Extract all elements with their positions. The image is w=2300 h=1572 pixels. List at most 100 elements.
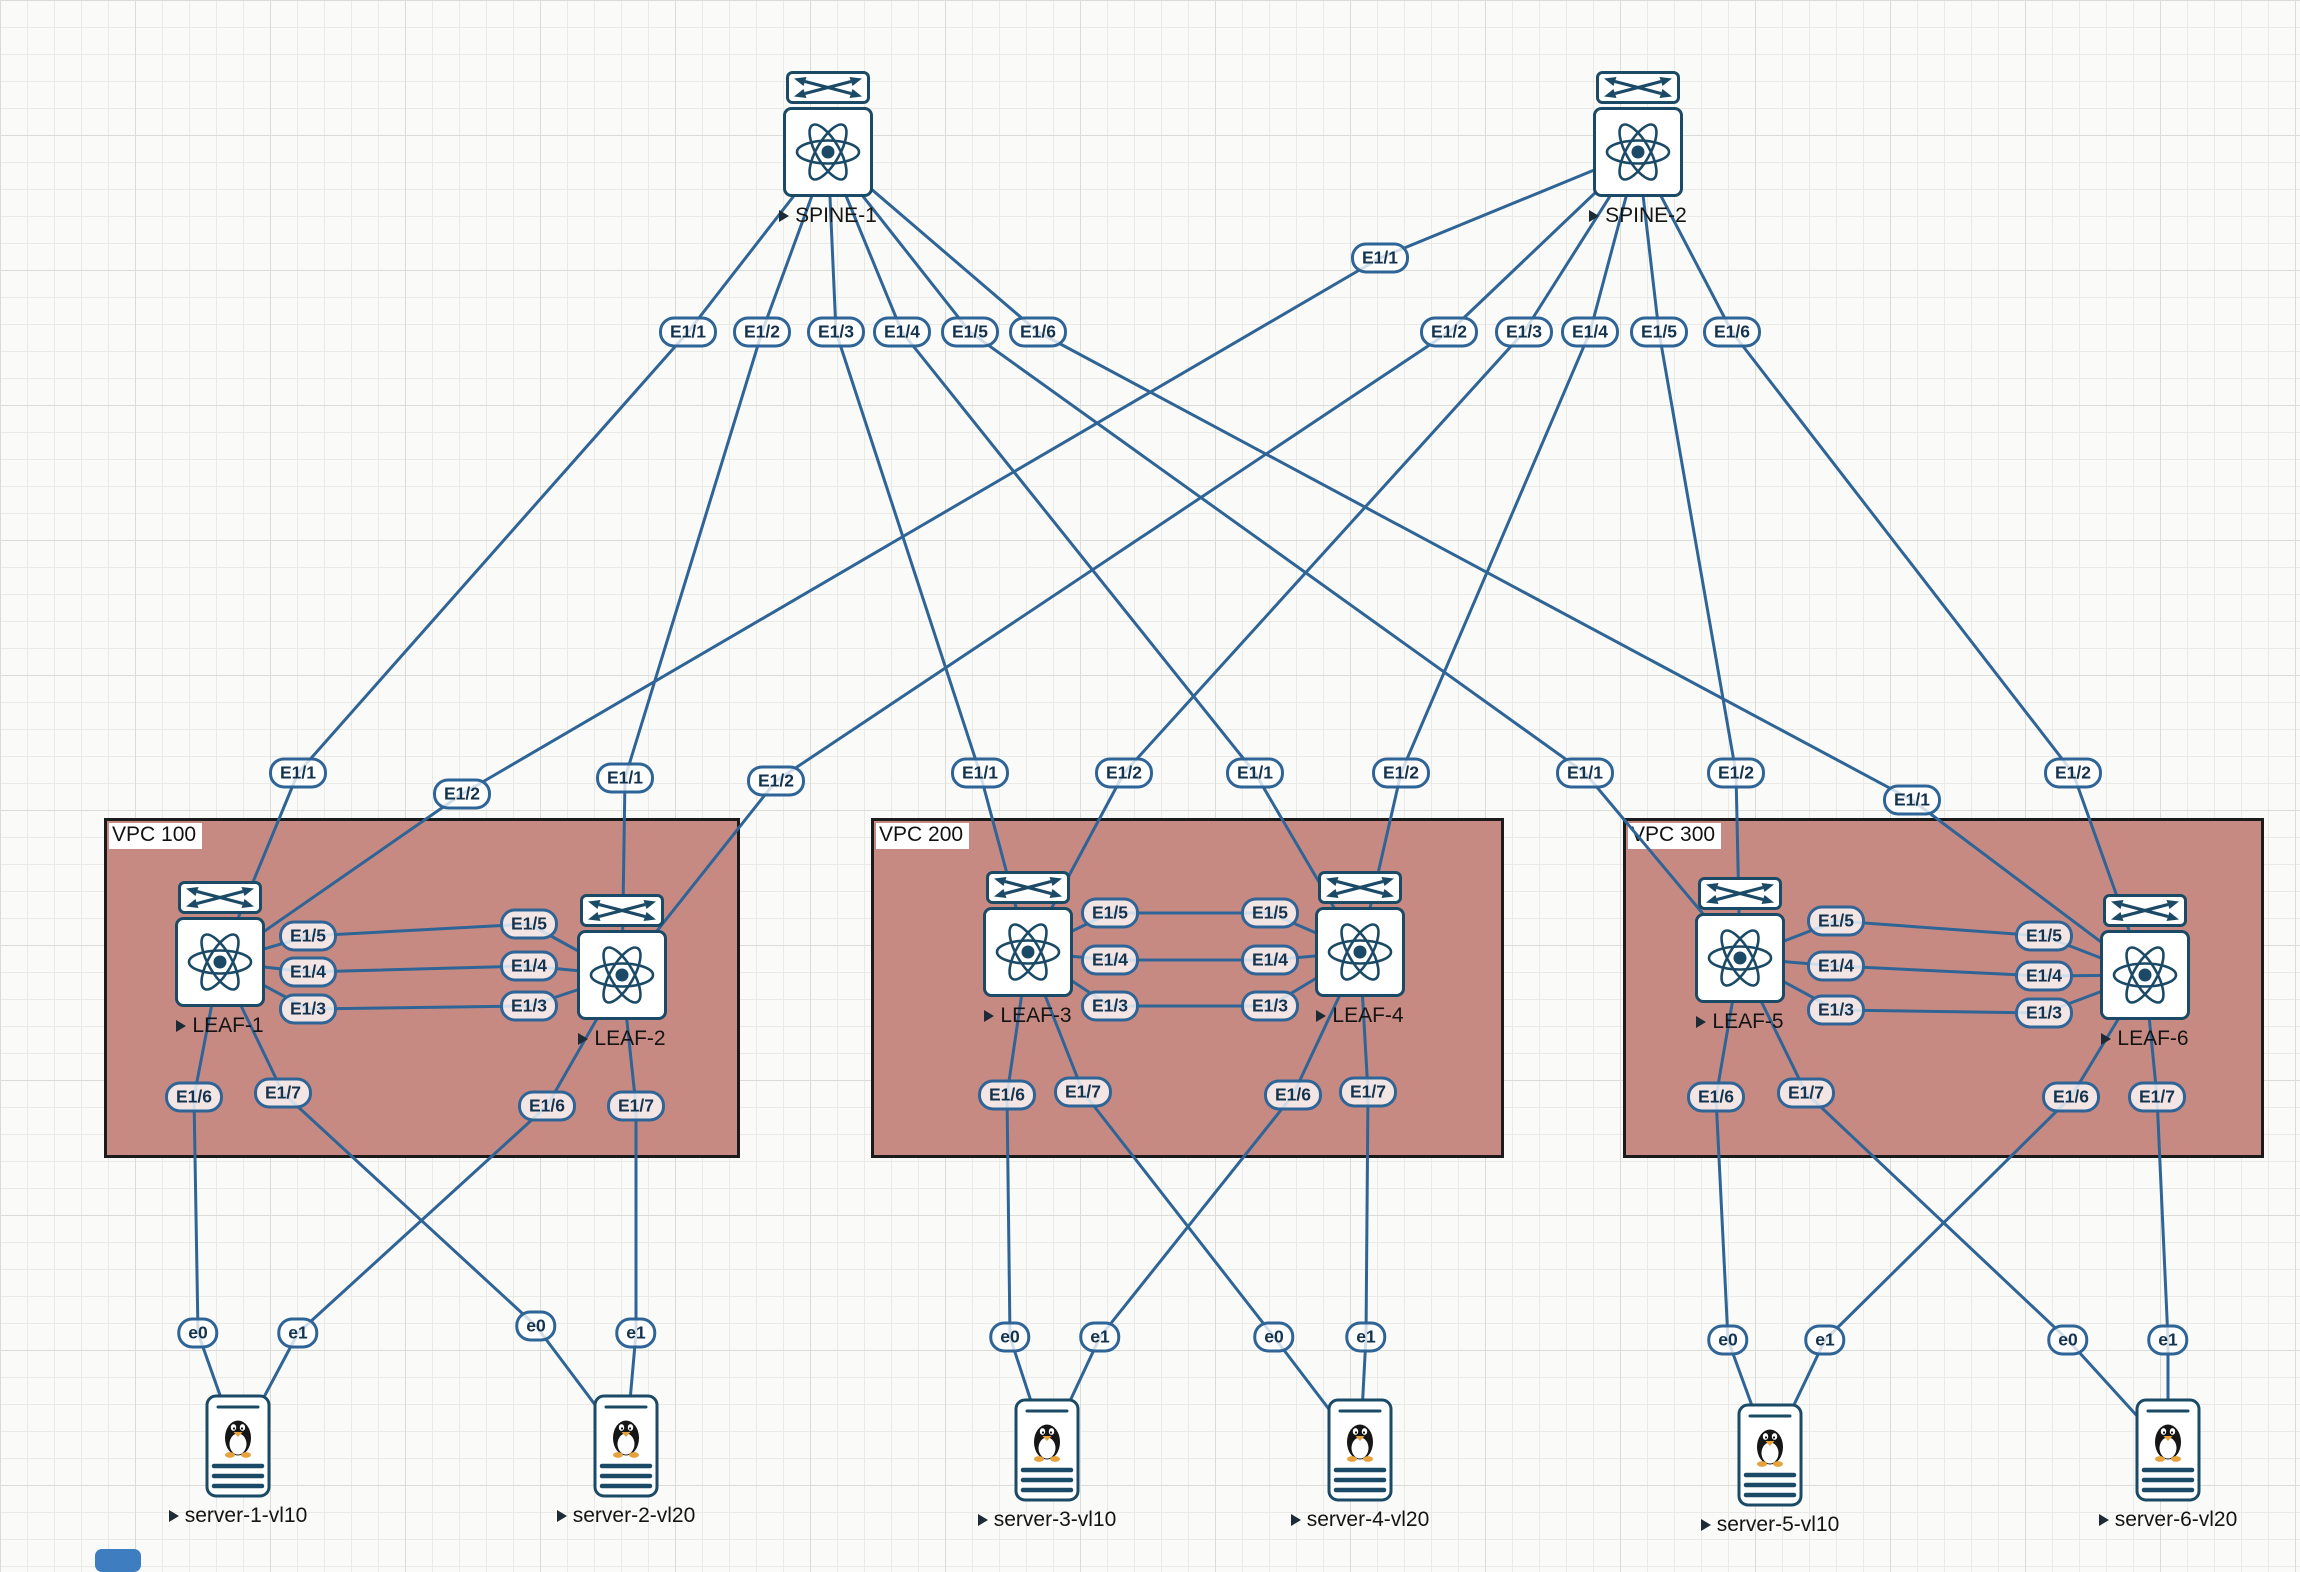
linux-server-icon <box>2135 1398 2201 1502</box>
node-leaf-1[interactable]: LEAF-1 <box>175 881 265 1038</box>
port-label: E1/1 <box>596 762 654 794</box>
link-spine2-leaf2 <box>620 150 1640 976</box>
device-label: server-4-vl20 <box>1290 1508 1430 1532</box>
atom-icon <box>1707 929 1773 987</box>
port-label: E1/5 <box>2015 920 2073 952</box>
link-leaf3-leaf4 <box>1027 911 1361 954</box>
device-name-text: SPINE-1 <box>795 204 877 227</box>
atom-icon <box>795 123 861 181</box>
device-label: server-1-vl10 <box>168 1504 307 1528</box>
node-server-5-vl10[interactable]: server-5-vl10 <box>1700 1403 1839 1537</box>
vpc-group-label: VPC 200 <box>876 823 970 849</box>
port-label: E1/7 <box>607 1090 665 1122</box>
port-label: E1/3 <box>2015 997 2073 1029</box>
port-label: E1/6 <box>978 1079 1036 1111</box>
port-label: E1/4 <box>500 950 558 982</box>
port-label: e1 <box>1804 1324 1846 1356</box>
link-spine1-leaf4 <box>826 151 1362 953</box>
play-icon <box>2101 1033 2112 1045</box>
node-server-1-vl10[interactable]: server-1-vl10 <box>168 1394 307 1528</box>
node-spine-1[interactable]: SPINE-1 <box>779 71 877 228</box>
port-label: E1/2 <box>733 316 791 348</box>
atom-icon <box>995 923 1061 981</box>
device-label: server-3-vl10 <box>977 1508 1116 1532</box>
node-server-3-vl10[interactable]: server-3-vl10 <box>977 1398 1116 1532</box>
link-leaf5-server6 <box>1738 957 2170 1452</box>
crossed-arrows-icon <box>2111 900 2179 921</box>
node-leaf-5[interactable]: LEAF-5 <box>1695 877 1785 1034</box>
port-label: E1/4 <box>1807 950 1865 982</box>
link-leaf6-server5 <box>1768 974 2147 1456</box>
port-label: E1/3 <box>1807 994 1865 1026</box>
link-leaf2-server2 <box>620 974 638 1447</box>
play-icon <box>779 210 790 222</box>
tux-penguin-icon <box>613 1420 639 1458</box>
device-name-text: LEAF-5 <box>1712 1010 1784 1033</box>
port-label: E1/5 <box>500 908 558 940</box>
play-icon <box>2098 1514 2109 1526</box>
port-label: E1/2 <box>1707 757 1765 789</box>
nexus-switch-icon <box>2100 894 2190 1020</box>
link-spine2-leaf6 <box>1636 151 2147 976</box>
nexus-switch-icon <box>175 881 265 1007</box>
tux-penguin-icon <box>2155 1424 2181 1462</box>
port-label: E1/4 <box>279 956 337 988</box>
port-label: E1/1 <box>1556 757 1614 789</box>
vpc-group-label: VPC 100 <box>109 823 203 849</box>
port-label: e1 <box>1079 1321 1121 1353</box>
atom-icon <box>1605 123 1671 181</box>
link-spine1-leaf6 <box>827 150 2146 977</box>
atom-icon <box>1327 923 1393 981</box>
device-label: LEAF-4 <box>1316 1004 1404 1028</box>
link-leaf4-server3 <box>1045 951 1362 1451</box>
port-label: E1/5 <box>1807 905 1865 937</box>
port-label: e0 <box>177 1317 219 1349</box>
tux-penguin-icon <box>1034 1424 1060 1462</box>
node-leaf-6[interactable]: LEAF-6 <box>2100 894 2190 1051</box>
nexus-switch-icon <box>1315 871 1405 997</box>
device-name-text: SPINE-2 <box>1605 204 1687 227</box>
port-label: E1/1 <box>269 757 327 789</box>
port-label: e1 <box>615 1317 657 1349</box>
link-leaf6-server6 <box>2143 974 2170 1450</box>
atom-icon <box>589 946 655 1004</box>
node-leaf-4[interactable]: LEAF-4 <box>1315 871 1405 1028</box>
tux-penguin-icon <box>1757 1429 1783 1467</box>
crossed-arrows-icon <box>1326 877 1394 898</box>
crossed-arrows-icon <box>1604 77 1672 98</box>
link-leaf4-server4 <box>1358 951 1370 1451</box>
nexus-switch-icon <box>1593 71 1683 197</box>
port-label: E1/3 <box>1495 316 1553 348</box>
node-leaf-2[interactable]: LEAF-2 <box>577 894 667 1051</box>
link-spine2-leaf1 <box>219 150 1639 964</box>
port-label: E1/5 <box>1081 897 1139 929</box>
node-server-6-vl20[interactable]: server-6-vl20 <box>2098 1398 2237 1532</box>
link-leaf5-server5 <box>1714 957 1772 1456</box>
port-label: E1/7 <box>2128 1081 2186 1113</box>
play-icon <box>1290 1514 1301 1526</box>
port-label: E1/1 <box>1883 784 1941 816</box>
port-label: E1/6 <box>1687 1081 1745 1113</box>
node-server-2-vl20[interactable]: server-2-vl20 <box>556 1394 695 1528</box>
node-server-4-vl20[interactable]: server-4-vl20 <box>1290 1398 1429 1532</box>
node-spine-2[interactable]: SPINE-2 <box>1589 71 1687 228</box>
port-label: E1/1 <box>659 316 717 348</box>
device-name-text: server-4-vl20 <box>1306 1508 1430 1531</box>
link-leaf3-server3 <box>1005 951 1049 1451</box>
port-label: E1/6 <box>518 1090 576 1122</box>
play-icon <box>977 1514 988 1526</box>
node-leaf-3[interactable]: LEAF-3 <box>983 871 1073 1028</box>
link-spine2-leaf5 <box>1636 151 1742 959</box>
atom-icon <box>2112 946 2178 1004</box>
play-icon <box>1700 1519 1711 1531</box>
device-label: LEAF-6 <box>2101 1027 2189 1051</box>
device-label: LEAF-5 <box>1696 1010 1784 1034</box>
tux-penguin-icon <box>1347 1424 1373 1462</box>
link-leaf5-leaf6 <box>1739 956 2146 1015</box>
port-label: E1/7 <box>254 1077 312 1109</box>
port-label: E1/5 <box>279 920 337 952</box>
device-name-text: LEAF-4 <box>1332 1004 1404 1027</box>
port-label: E1/2 <box>747 765 805 797</box>
port-label: E1/4 <box>1561 316 1619 348</box>
